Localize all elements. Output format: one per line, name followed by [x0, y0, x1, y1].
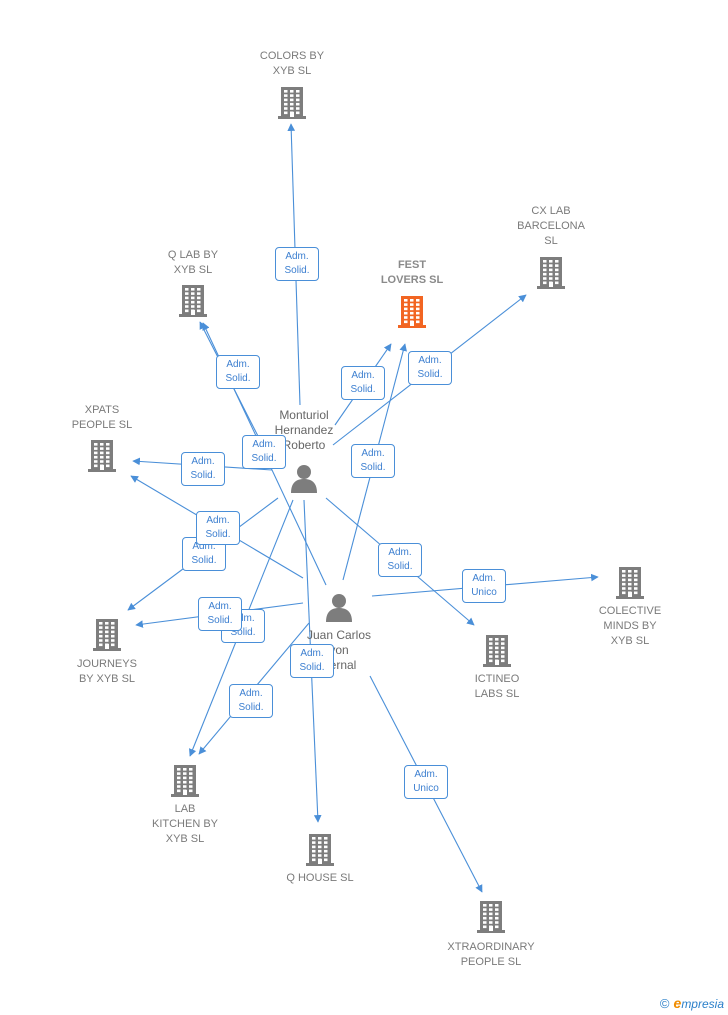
- edge-label-monturiol-qlab: Adm. Solid.: [216, 355, 260, 389]
- company-label-xtraordinary[interactable]: XTRAORDINARY PEOPLE SL: [447, 941, 535, 968]
- edge-label-juancarlos-colective: Adm. Unico: [462, 569, 506, 603]
- company-label-xpats[interactable]: XPATS PEOPLE SL: [71, 404, 133, 431]
- edge-label-monturiol-colors: Adm. Solid.: [275, 247, 319, 281]
- building-icon[interactable]: [93, 617, 121, 656]
- company-label-journeys[interactable]: JOURNEYS BY XYB SL: [77, 658, 137, 685]
- company-label-qhouse[interactable]: Q HOUSE SL: [286, 872, 354, 884]
- brand-footer: ©empresia: [660, 995, 724, 1011]
- edge-label-juancarlos-qlab: Adm. Solid.: [242, 435, 286, 469]
- edge-label-juancarlos-journeys: Adm. Solid.: [198, 597, 242, 631]
- building-icon[interactable]: [398, 294, 426, 333]
- edge-label-monturiol-xpats: Adm. Solid.: [181, 452, 225, 486]
- company-label-labkitchen[interactable]: LAB KITCHEN BY XYB SL: [151, 803, 218, 845]
- company-label-qlab[interactable]: Q LAB BY XYB SL: [167, 249, 219, 276]
- edge-label-juancarlos-fest: Adm. Solid.: [351, 444, 395, 478]
- edge-label-monturiol-ictineo: Adm. Solid.: [378, 543, 422, 577]
- person-icon[interactable]: [324, 592, 354, 627]
- company-label-ictineo[interactable]: ICTINEO LABS SL: [474, 673, 520, 700]
- building-icon[interactable]: [477, 899, 505, 938]
- edge-label-monturiol-fest: Adm. Solid.: [341, 366, 385, 400]
- building-icon[interactable]: [616, 565, 644, 604]
- person-label-monturiol[interactable]: Monturiol Hernandez Roberto: [274, 408, 334, 452]
- brand-logo-initial: e: [673, 995, 682, 1011]
- building-icon[interactable]: [483, 633, 511, 672]
- building-icon[interactable]: [537, 255, 565, 294]
- copyright-symbol: ©: [659, 996, 670, 1011]
- company-label-fest[interactable]: FEST LOVERS SL: [380, 259, 444, 286]
- building-icon[interactable]: [179, 283, 207, 322]
- building-icon[interactable]: [88, 438, 116, 477]
- building-icon[interactable]: [171, 763, 199, 802]
- brand-logo-text: mpresia: [681, 997, 724, 1011]
- edge-label-juancarlos-xpats: Adm. Solid.: [196, 511, 240, 545]
- building-icon[interactable]: [278, 85, 306, 124]
- edge-label-monturiol-cxlab: Adm. Solid.: [408, 351, 452, 385]
- company-label-colective[interactable]: COLECTIVE MINDS BY XYB SL: [598, 605, 662, 647]
- edge-label-juancarlos-xtraordinary: Adm. Unico: [404, 765, 448, 799]
- company-label-cxlab[interactable]: CX LAB BARCELONA SL: [517, 205, 585, 247]
- edge-label-monturiol-qhouse: Adm. Solid.: [290, 644, 334, 678]
- person-icon[interactable]: [289, 463, 319, 498]
- company-label-colors[interactable]: COLORS BY XYB SL: [259, 50, 325, 77]
- edge-label-juancarlos-labkitchen: Adm. Solid.: [229, 684, 273, 718]
- building-icon[interactable]: [306, 832, 334, 871]
